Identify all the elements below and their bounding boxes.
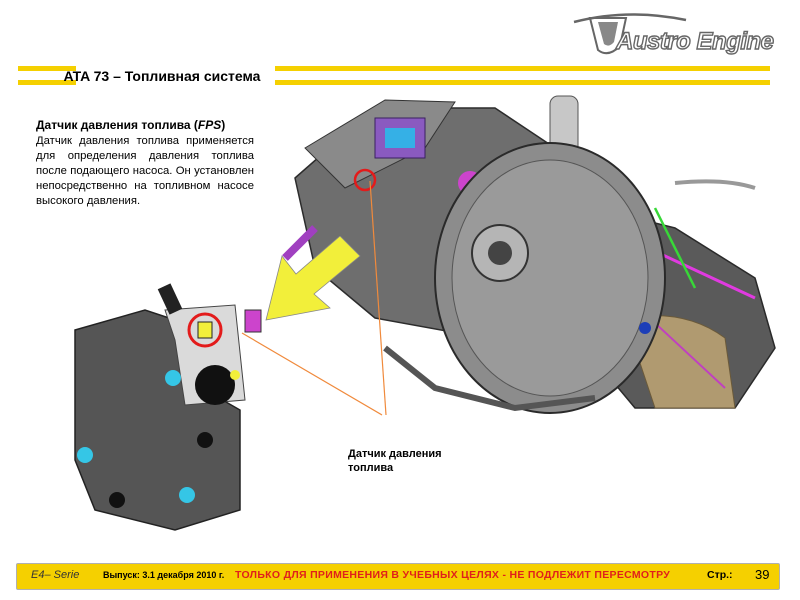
section-heading: Датчик давления топлива (FPS) (36, 118, 226, 132)
header-bar-right-top (275, 66, 770, 71)
engine-illustration (282, 95, 776, 414)
footer-issue-date: Выпуск: 3.1 декабря 2010 г. (103, 570, 225, 580)
header-bar-right-bottom (275, 80, 770, 85)
fuel-pump-illustration (74, 283, 262, 531)
callout-leader-lines (241, 180, 387, 416)
pointer-arrow-icon (265, 236, 361, 321)
page-title: ATA 73 – Топливная система (63, 68, 261, 84)
footer-warning: ТОЛЬКО ДЛЯ ПРИМЕНЕНИЯ В УЧЕБНЫХ ЦЕЛЯХ - … (235, 569, 671, 581)
footer-series: E4– Serie (31, 569, 80, 581)
footer-page-number: 39 (755, 567, 770, 582)
header-bar-left-top (18, 66, 76, 71)
footer-page-label: Стр.: (707, 569, 733, 581)
austro-engine-logo-icon (573, 13, 687, 55)
page-footer: E4– Serie Выпуск: 3.1 декабря 2010 г. ТО… (16, 563, 780, 590)
section-description: Датчик давления топлива применяется для … (36, 135, 254, 207)
logo-text: Austro Engine (615, 27, 774, 55)
fuel-pressure-sensor-label: Датчик давления топлива (348, 448, 442, 474)
header-bar-left-bottom (18, 80, 76, 85)
